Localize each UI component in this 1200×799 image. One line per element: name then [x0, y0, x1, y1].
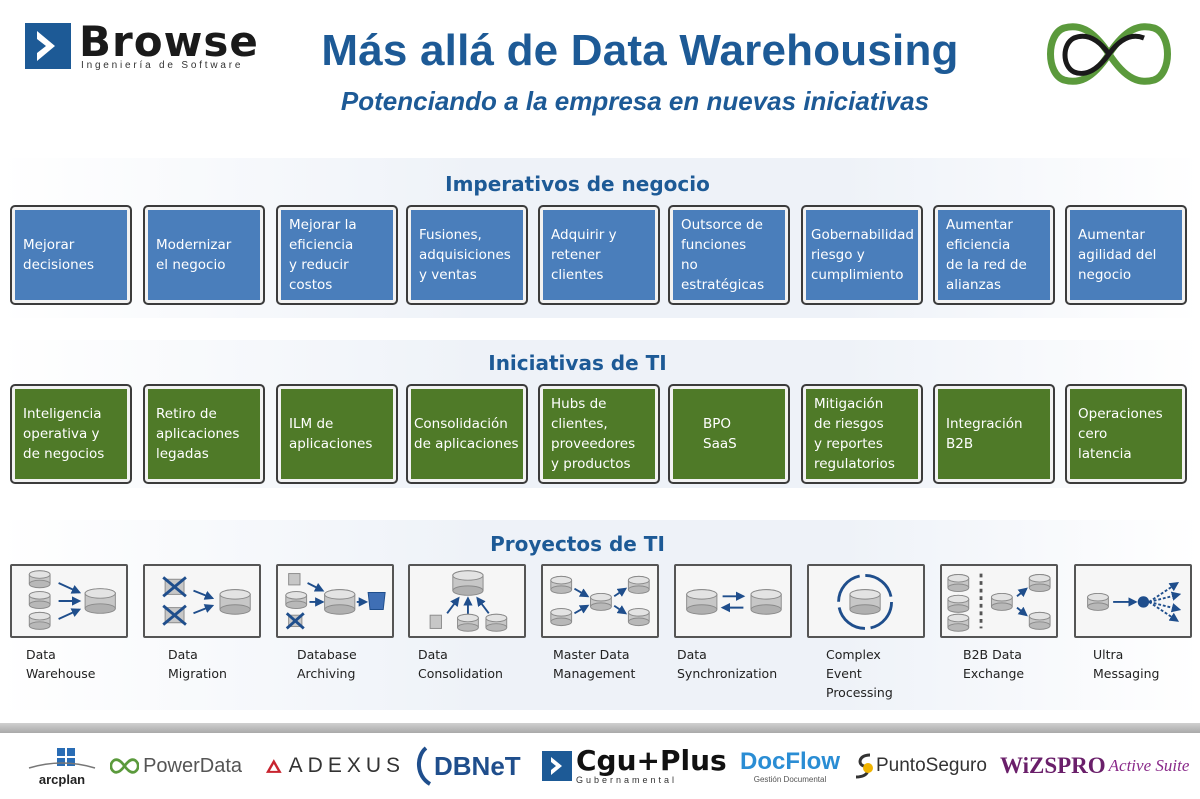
project-label: Ultra Messaging	[1093, 647, 1160, 681]
dbnet-text: DBNeT	[434, 750, 521, 781]
cgu-mark-icon	[542, 751, 572, 781]
project-label: B2B Data Exchange	[963, 647, 1025, 681]
business-card-text: Outsorce de funciones no estratégicas	[673, 210, 785, 300]
brand-name: Browse	[79, 17, 259, 66]
business-card: Aumentar eficiencia de la red de alianza…	[933, 205, 1055, 305]
initiative-card: Operaciones cero latencia	[1065, 384, 1187, 484]
section-title-projects: Proyectos de TI	[490, 532, 665, 556]
footer-divider	[0, 723, 1200, 733]
business-card: Aumentar agilidad del negocio	[1065, 205, 1187, 305]
dbnet-logo: DBNeT	[412, 742, 522, 790]
initiative-card-text: Retiro de aplicaciones legadas	[148, 389, 260, 479]
wizspro-subtext: Active Suite	[1108, 756, 1190, 775]
event-processing-icon	[807, 564, 925, 638]
initiative-card: Mitigación de riesgos y reportes regulat…	[801, 384, 923, 484]
cgu-plus-subtext: Gubernamental	[576, 775, 678, 785]
project-label: Data Synchronization	[677, 647, 778, 681]
page-subtitle: Potenciando a la empresa en nuevas inici…	[340, 86, 930, 116]
puntoseguro-text: PuntoSeguro	[876, 755, 987, 776]
initiative-card-text: Mitigación de riesgos y reportes regulat…	[806, 389, 918, 479]
business-card: Adquirir y retener clientes	[538, 205, 660, 305]
adexus-logo: ADEXUS	[265, 742, 405, 790]
initiative-card-text: Hubs de clientes, proveedores y producto…	[543, 389, 655, 479]
initiative-card-text: Integración B2B	[938, 389, 1050, 479]
data-sync-icon	[674, 564, 792, 638]
project-label: Database Archiving	[297, 647, 357, 681]
business-card-text: Mejorar decisiones	[15, 210, 127, 300]
b2b-exchange-icon	[940, 564, 1058, 638]
data-warehouse-icon	[10, 564, 128, 638]
business-card-text: Fusiones, adquisiciones y ventas	[411, 210, 523, 300]
docflow-text: DocFlow	[740, 747, 840, 775]
business-card: Gobernabilidad riesgo y cumplimiento	[801, 205, 923, 305]
puntoseguro-mark-icon	[855, 753, 873, 779]
arcplan-logo: arcplan	[22, 742, 102, 790]
docflow-subtext: Gestión Documental	[753, 774, 827, 784]
business-card-text: Aumentar eficiencia de la red de alianza…	[938, 210, 1050, 300]
business-card-text: Aumentar agilidad del negocio	[1070, 210, 1182, 300]
initiative-card: Integración B2B	[933, 384, 1055, 484]
project-label: Data Consolidation	[418, 647, 503, 681]
master-data-icon	[541, 564, 659, 638]
infinity-logo-icon	[1047, 23, 1171, 85]
project-label: Complex Event Processing	[826, 647, 893, 700]
initiative-card-text: Inteligencia operativa y de negocios	[15, 389, 127, 479]
business-card: Mejorar la eficiencia y reducir costos	[276, 205, 398, 305]
arcplan-text: arcplan	[38, 771, 86, 787]
ultra-messaging-icon	[1074, 564, 1192, 638]
dbnet-mark-icon	[417, 746, 432, 786]
initiative-card: BPO SaaS	[668, 384, 790, 484]
initiative-card: Inteligencia operativa y de negocios	[10, 384, 132, 484]
business-card-text: Gobernabilidad riesgo y cumplimiento	[806, 210, 918, 300]
data-consolidation-icon	[408, 564, 526, 638]
browse-logo: Browse Ingeniería de Software	[25, 17, 260, 75]
adexus-mark-icon	[265, 759, 282, 773]
initiative-card: Retiro de aplicaciones legadas	[143, 384, 265, 484]
initiative-card: ILM de aplicaciones	[276, 384, 398, 484]
puntoseguro-logo: PuntoSeguro	[852, 742, 994, 790]
section-title-business: Imperativos de negocio	[445, 172, 710, 196]
business-card-text: Mejorar la eficiencia y reducir costos	[281, 210, 393, 300]
initiative-card-text: ILM de aplicaciones	[281, 389, 393, 479]
business-card: Fusiones, adquisiciones y ventas	[406, 205, 528, 305]
business-card: Mejorar decisiones	[10, 205, 132, 305]
initiative-card-text: Consolidación de aplicaciones	[411, 389, 523, 479]
business-card-text: Adquirir y retener clientes	[543, 210, 655, 300]
initiative-card-text: Operaciones cero latencia	[1070, 389, 1182, 479]
initiative-card: Consolidación de aplicaciones	[406, 384, 528, 484]
database-archiving-icon	[276, 564, 394, 638]
cgu-plus-logo: Cgu+Plus Gubernamental	[542, 742, 727, 790]
brand-tagline: Ingeniería de Software	[81, 60, 244, 71]
page-title: Más allá de Data Warehousing	[321, 26, 959, 75]
arcplan-mark-icon	[28, 747, 96, 769]
project-label: Data Migration	[168, 647, 227, 681]
browse-logo-mark-icon	[25, 23, 71, 69]
initiative-card: Hubs de clientes, proveedores y producto…	[538, 384, 660, 484]
project-label: Master Data Management	[553, 647, 636, 681]
powerdata-mark-icon	[110, 758, 140, 774]
wizspro-text: WiZSPRO	[1000, 753, 1106, 778]
business-card: Outsorce de funciones no estratégicas	[668, 205, 790, 305]
powerdata-logo: PowerData	[110, 742, 242, 790]
business-card-text: Modernizar el negocio	[148, 210, 260, 300]
project-label: Data Warehouse	[26, 647, 96, 681]
docflow-logo: DocFlow Gestión Documental	[740, 742, 840, 790]
business-card: Modernizar el negocio	[143, 205, 265, 305]
initiative-card-text: BPO SaaS	[673, 389, 785, 479]
powerdata-text: PowerData	[143, 754, 242, 777]
wizspro-logo: WiZSPRO Active Suite	[1000, 742, 1194, 790]
adexus-text: ADEXUS	[288, 754, 405, 777]
section-title-initiatives: Iniciativas de TI	[488, 351, 667, 375]
data-migration-icon	[143, 564, 261, 638]
cgu-plus-text: Cgu+Plus	[576, 744, 727, 777]
